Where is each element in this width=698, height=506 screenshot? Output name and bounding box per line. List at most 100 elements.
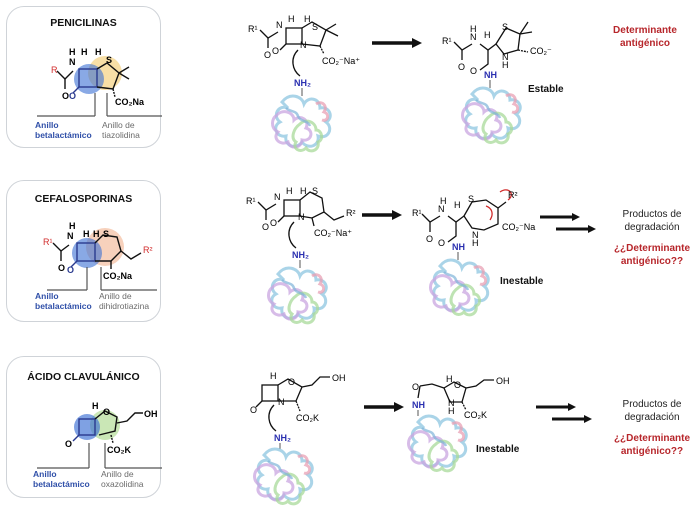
h-label: H [83, 229, 90, 239]
carboxylate-label: CO₂⁻Na [502, 222, 535, 232]
o-label: O [412, 382, 419, 392]
label-line: oxazolidina [101, 479, 144, 489]
carboxyl-label: CO₂K [464, 410, 487, 420]
s-label: S [502, 22, 508, 32]
h-label: H [93, 229, 100, 239]
outcome-line: degradación [624, 412, 680, 423]
ring-o-label: O [103, 407, 110, 417]
carboxyl-label: CO₂Na [115, 97, 145, 107]
outcome-line: ¿¿Determinante [613, 433, 691, 444]
protein-icon [407, 414, 468, 473]
outcome-line: antigénico [619, 38, 670, 49]
outcome-acido-clavulanico: Productos de degradación ¿¿Determinante … [606, 398, 698, 458]
ring-o-label: O [288, 377, 295, 387]
amide-label: NH [452, 242, 465, 252]
panel-title: ÁCIDO CLAVULÁNICO [27, 371, 140, 383]
label-line: Anillo [33, 469, 57, 479]
amine-label: NH₂ [294, 78, 311, 88]
outcome-line: antigénico?? [620, 256, 684, 267]
oh-label: OH [332, 373, 346, 383]
cephalosporin-core-structure: R¹ R² N H H H S O O CO₂Na [43, 221, 157, 291]
degradation-arrows [540, 213, 596, 233]
o-label: O [262, 222, 269, 232]
label-line: betalactámico [35, 130, 92, 140]
h-label: H [288, 14, 295, 24]
amine-label: NH₂ [292, 250, 309, 260]
r1-label: R¹ [442, 36, 452, 46]
o-label: O [458, 62, 465, 72]
lactam-o-label: O [69, 91, 76, 101]
r1-label: R¹ [43, 237, 53, 247]
penicillin-core-structure: R N H H H S O O CO₂Na [37, 47, 162, 117]
o-label: O [65, 439, 72, 449]
outcome-line: ¿¿Determinante [613, 243, 691, 254]
n-label: N [502, 52, 509, 62]
thiazolidine-ring-label: Anillo de tiazolidina [102, 120, 140, 140]
oh-label: OH [144, 409, 158, 419]
beta-lactam-ring-highlight [74, 414, 100, 440]
o-label: O [426, 234, 433, 244]
o-label: O [264, 50, 271, 60]
o-label: O [470, 66, 477, 76]
label-line: Anillo de [99, 291, 132, 301]
r2-label: R² [508, 190, 518, 200]
label-line: Anillo de [101, 469, 134, 479]
n-label: N [470, 32, 477, 42]
n-label: N [472, 230, 479, 240]
n-label: N [276, 20, 283, 30]
stability-label: Inestable [476, 444, 520, 455]
protein-icon [461, 86, 522, 145]
carboxylate-label: CO₂⁻ [530, 46, 552, 56]
label-line: Anillo [35, 120, 59, 130]
o-label: O [58, 263, 65, 273]
protein-icon [267, 266, 328, 325]
h-label: H [454, 200, 461, 210]
h-label: H [440, 196, 447, 206]
beta-lactam-ring-label: Anillo betalactámico [35, 120, 92, 140]
o-label: O [438, 238, 445, 248]
panel-title: PENICILINAS [50, 17, 117, 29]
ring-o-label: O [454, 380, 461, 390]
beta-lactam-ring-label: Anillo betalactámico [33, 469, 90, 489]
label-line: dihidrotiazina [99, 301, 150, 311]
protein-icon [271, 94, 332, 153]
carboxylate-label: CO₂⁻Na⁺ [314, 228, 352, 238]
n-label: N [298, 212, 305, 222]
label-line: tiazolidina [102, 130, 140, 140]
r2-label: R² [143, 245, 153, 255]
s-label: S [103, 229, 109, 239]
dihydrothiazine-ring-label: Anillo de dihidrotiazina [99, 291, 149, 311]
o-label: O [270, 218, 277, 228]
o-label: O [272, 46, 279, 56]
lactam-o-label: O [67, 265, 74, 275]
cephalosporin-product: R¹ R² N H H S N H CO₂⁻Na O O NH [412, 180, 572, 330]
h-label: H [470, 24, 477, 34]
reaction-arrow [362, 210, 402, 220]
n-label: N [67, 231, 74, 241]
clavulanate-product: H O OH O N H CO₂K NH [407, 374, 542, 504]
panel-acido-clavulanico: ÁCIDO CLAVULÁNICO H O OH O CO₂K Anillo b… [6, 356, 162, 498]
r2-label: R² [346, 208, 356, 218]
protein-icon [253, 447, 314, 506]
carboxyl-label: CO₂K [107, 445, 131, 455]
n-label: N [438, 204, 445, 214]
cephalosporin-reactant: R¹ R² N H H S O O N CO₂⁻Na⁺ NH₂ [240, 180, 370, 330]
h-label: H [448, 406, 455, 416]
h-label: H [81, 47, 88, 57]
carboxyl-label: CO₂K [296, 413, 319, 423]
s-label: S [468, 194, 474, 204]
stability-label: Inestable [500, 276, 544, 287]
amide-label: NH [484, 70, 497, 80]
clavulanate-reactant: H O OH N O CO₂K NH₂ [250, 365, 370, 506]
panel-cefalosporinas: CEFALOSPORINAS R¹ R² N H H H S O O CO₂Na… [6, 180, 161, 322]
oh-label: OH [496, 376, 510, 386]
outcome-cefalosporinas: Productos de degradación ¿¿Determinante … [606, 208, 698, 268]
r1-label: R¹ [246, 196, 256, 206]
reaction-arrow [364, 402, 404, 412]
h-label: H [286, 186, 293, 196]
oxazolidine-ring-label: Anillo de oxazolidina [101, 469, 144, 489]
s-label: S [106, 55, 112, 65]
outcome-penicilinas: Determinante antigénico [600, 24, 690, 50]
h-label: H [304, 14, 311, 24]
n-label: N [278, 397, 285, 407]
